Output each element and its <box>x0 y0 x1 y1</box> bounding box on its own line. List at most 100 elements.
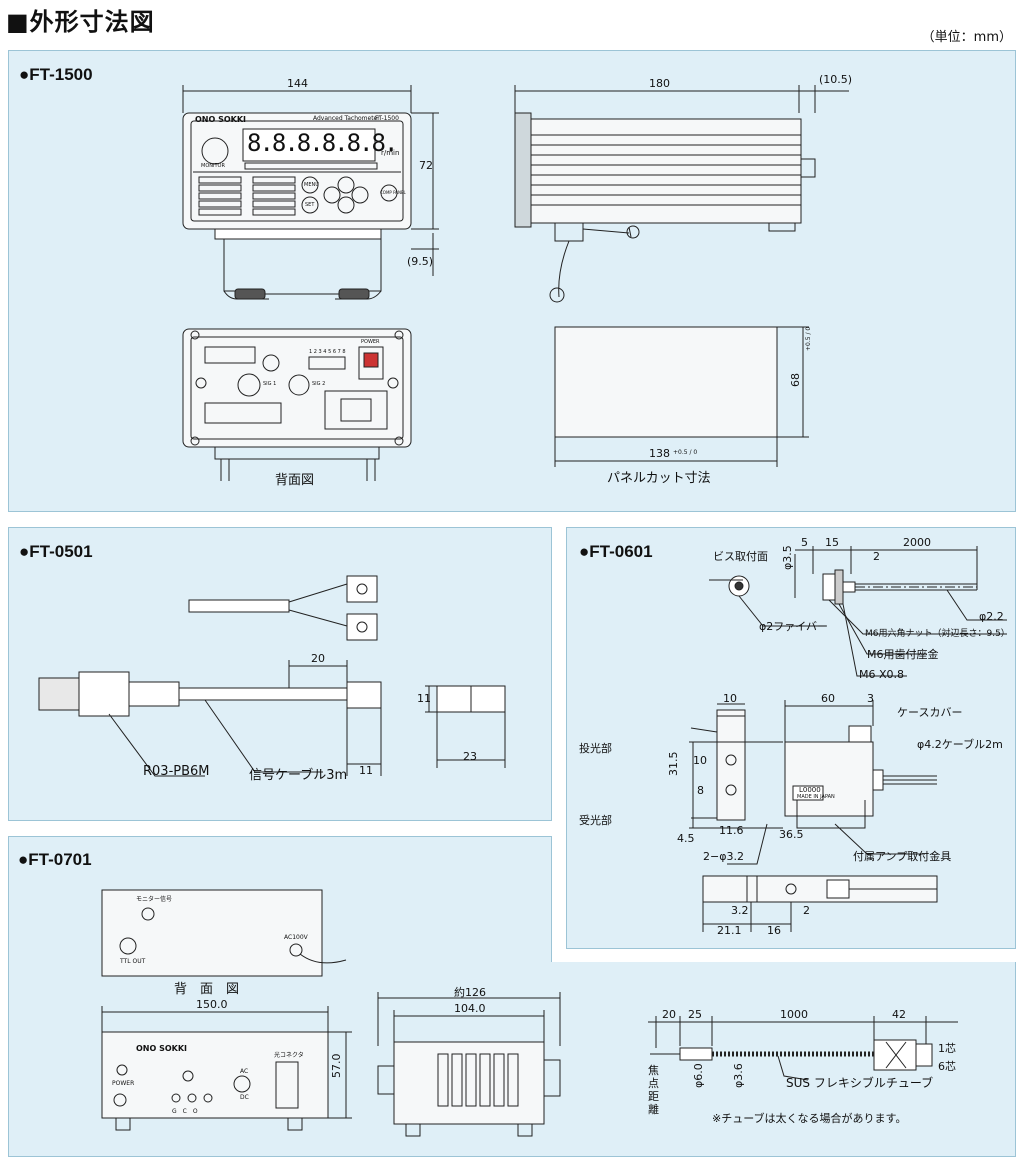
dim-9-5: (9.5) <box>407 255 434 268</box>
ft1500-panel: ●FT-1500 <box>8 50 1016 512</box>
label-emit: 投光部 <box>579 742 612 755</box>
rear-view-label: 背面図 <box>275 473 315 488</box>
label-phi2-2: φ2.2 <box>979 610 1004 623</box>
label-brand: ONO SOKKI <box>136 1044 188 1053</box>
label-ac100v: AC100V <box>284 934 308 941</box>
dim-180: 180 <box>649 77 670 90</box>
dim-p20: 20 <box>662 1008 676 1021</box>
dim-144: 144 <box>287 77 308 90</box>
label-holes: 2−φ3.2 <box>703 850 744 863</box>
label-focal: 焦点距離 <box>648 1064 659 1116</box>
ft0701-drawing <box>101 889 958 1137</box>
label-core6: 6芯 <box>938 1060 956 1073</box>
ft0501-panel: ●FT-0501 20 11 11 23 R03-PB6M 信号ケーブル3m <box>8 527 552 821</box>
label-optical: 光コネクタ <box>274 1052 304 1059</box>
ft0501-drawing <box>38 575 506 777</box>
ft0601-panel: ●FT-0601 <box>566 527 1016 949</box>
dim-p42: 42 <box>892 1008 906 1021</box>
dim-3-2: 3.2 <box>731 904 749 917</box>
plate-text: L0000 <box>799 786 821 794</box>
dim-20: 20 <box>311 652 325 665</box>
label-m6: M6 X0.8 <box>859 668 905 681</box>
label-screw-face: ビス取付面 <box>713 550 768 563</box>
dim-3: 3 <box>867 692 874 705</box>
dim-10-top: 10 <box>723 692 737 705</box>
label-washer: M6用歯付座金 <box>867 648 939 661</box>
front-key-comp: COMP PANEL <box>380 190 406 195</box>
dim-138-tol: +0.5 / 0 <box>673 449 698 456</box>
dim-11-horiz: 11 <box>359 764 373 777</box>
front-model-no: FT-1500 <box>375 115 399 122</box>
front-key-menu: MENU <box>304 182 319 188</box>
rear-dip-label: 1 2 3 4 5 6 7 8 <box>309 349 346 355</box>
dim-16: 16 <box>767 924 781 937</box>
ft0701-area: ●FT-0701 <box>8 836 1014 1156</box>
front-brand: ONO SOKKI <box>195 115 247 124</box>
dim-36-5: 36.5 <box>779 828 804 841</box>
dim-11-6: 11.6 <box>719 824 744 837</box>
ft0601-drawing <box>689 546 1007 932</box>
dim-2000: 2000 <box>903 536 931 549</box>
dim-p1000: 1000 <box>780 1008 808 1021</box>
label-ttl-out: TTL OUT <box>120 958 146 965</box>
dim-phi3-5: φ3.5 <box>781 545 794 570</box>
dim-2-small: 2 <box>803 904 810 917</box>
dim-phi6: φ6.0 <box>692 1063 705 1088</box>
cutout-label: パネルカット寸法 <box>607 471 711 486</box>
ft1500-drawing <box>182 85 849 481</box>
dim-5: 5 <box>801 536 808 549</box>
connector-label: R03-PB6M <box>143 764 210 779</box>
label-gco: G C O <box>172 1108 198 1115</box>
front-monitor-label: MONITOR <box>201 163 225 169</box>
dim-10-5: (10.5) <box>819 73 853 86</box>
label-cable42: φ4.2ケーブル2m <box>917 738 1003 751</box>
label-cover: ケースカバー <box>897 706 963 719</box>
dim-68-tol: +0.5 / 0 <box>805 326 812 351</box>
ft0701-rear-label: 背 面 図 <box>174 982 240 997</box>
dim-21-1: 21.1 <box>717 924 742 937</box>
label-core1: 1芯 <box>938 1042 956 1055</box>
dim-60: 60 <box>821 692 835 705</box>
dim-138: 138 <box>649 447 670 460</box>
ft0501-title: ●FT-0501 <box>19 542 93 561</box>
ft0701-title: ●FT-0701 <box>18 850 92 869</box>
rear-sig2-label: SIG 2 <box>312 381 326 387</box>
label-monitor-signal: モニター信号 <box>136 896 173 903</box>
label-recv: 受光部 <box>579 814 612 827</box>
front-model-text: Advanced Tachometer <box>313 115 380 122</box>
label-dc: DC <box>240 1094 249 1101</box>
dim-68: 68 <box>789 373 802 387</box>
label-note: ※チューブは太くなる場合があります。 <box>712 1112 907 1125</box>
dim-8: 8 <box>697 784 704 797</box>
unit-note: （単位：mm） <box>921 30 1012 45</box>
label-bracket: 付属アンプ取付金具 <box>853 850 952 863</box>
page-title: ■外形寸法図 <box>6 8 155 36</box>
label-ac: AC <box>240 1068 249 1075</box>
label-power: POWER <box>112 1080 135 1087</box>
dim-approx-126: 約126 <box>454 986 486 999</box>
dim-p25: 25 <box>688 1008 702 1021</box>
ft0601-title: ●FT-0601 <box>579 542 653 561</box>
dim-104: 104.0 <box>454 1002 486 1015</box>
cable-label: 信号ケーブル3m <box>249 768 348 783</box>
label-sus: SUS フレキシブルチューブ <box>786 1076 934 1090</box>
front-unit: r/min <box>381 149 400 157</box>
plate-text-2: MADE IN JAPAN <box>797 794 835 800</box>
label-nut: M6用六角ナット（対辺長さ：9.5） <box>865 629 1010 639</box>
label-fiber: φ2ファイバー <box>759 620 829 633</box>
dim-23: 23 <box>463 750 477 763</box>
dim-4-5: 4.5 <box>677 832 695 845</box>
dim-phi3-6: φ3.6 <box>732 1063 745 1088</box>
rear-sig1-label: SIG 1 <box>263 381 277 387</box>
dim-72: 72 <box>419 159 433 172</box>
dim-31-5: 31.5 <box>667 751 680 777</box>
dim-2: 2 <box>873 550 880 563</box>
ft1500-title: ●FT-1500 <box>19 65 93 84</box>
dim-15: 15 <box>825 536 839 549</box>
dim-150: 150.0 <box>196 998 228 1011</box>
rear-power-label: POWER <box>361 339 380 345</box>
dim-10-mid: 10 <box>693 754 707 767</box>
dim-57: 57.0 <box>330 1053 343 1079</box>
front-key-set: SET <box>305 202 315 208</box>
dim-11-vert: 11 <box>417 692 431 705</box>
